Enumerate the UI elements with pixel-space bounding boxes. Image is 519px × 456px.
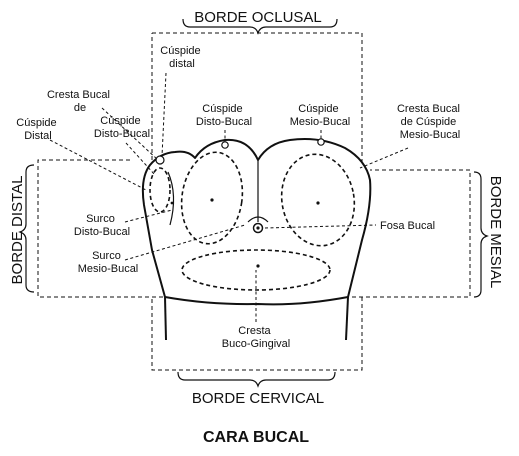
label-cresta-bucal-mesio: Cresta Bucal de Cúspide Mesio-Bucal: [397, 103, 463, 141]
distal-mesial-frame: [37, 159, 471, 298]
central-ridge: [247, 160, 269, 223]
occlusal-cervical-frame: [151, 32, 363, 371]
label-borde-oclusal: BORDE OCLUSAL: [194, 9, 322, 26]
leader-lines: [49, 72, 409, 322]
label-borde-mesial: BORDE MESIAL: [487, 176, 504, 289]
label-surco-disto-bucal: Surco Disto-Bucal: [74, 213, 130, 238]
page-title: CARA BUCAL: [203, 429, 309, 446]
bracket-bottom: [177, 371, 336, 388]
fosa-bucal-marker: [252, 222, 264, 234]
root-outline: [164, 296, 349, 341]
label-borde-cervical: BORDE CERVICAL: [192, 390, 324, 407]
label-cuspide-distal-top: Cúspide distal: [160, 45, 203, 70]
cusp-inner-lines: [167, 171, 175, 226]
cresta-buco-gingival-outline: [181, 249, 331, 291]
bracket-left: [18, 164, 35, 293]
cusp-mesio-bucal-outline: [280, 153, 356, 247]
crown-outline: [141, 138, 372, 306]
bracket-top: [182, 18, 338, 35]
label-cuspide-disto-bucal-left: Cúspide Disto-Bucal: [94, 115, 150, 140]
label-surco-mesio-bucal: Surco Mesio-Bucal: [78, 250, 139, 275]
point-markers: [170, 198, 320, 268]
label-cresta-bucal-de: Cresta Bucal de: [47, 89, 113, 114]
cusp-distal-outline: [149, 167, 171, 213]
cusp-outlines: [149, 151, 356, 291]
bracket-right: [473, 171, 489, 298]
label-fosa-bucal: Fosa Bucal: [380, 220, 435, 232]
label-cresta-buco-gingival: Cresta Buco-Gingival: [222, 325, 290, 350]
label-cuspide-mesio-bucal: Cúspide Mesio-Bucal: [290, 103, 351, 128]
cusp-disto-bucal-outline: [180, 151, 244, 245]
label-borde-distal: BORDE DISTAL: [9, 176, 26, 285]
label-cuspide-disto-bucal-center: Cúspide Disto-Bucal: [196, 103, 252, 128]
label-cuspide-distal: Cúspide Distal: [16, 117, 59, 142]
